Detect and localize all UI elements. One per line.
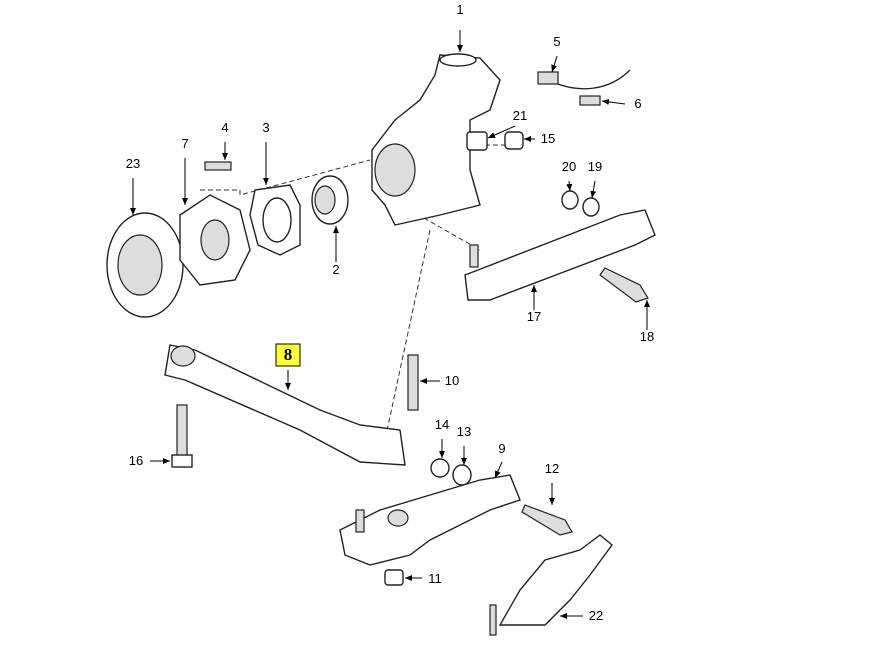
- part-16-bolt: [171, 404, 193, 468]
- part-22-bracket: [489, 534, 613, 636]
- part-3-cover-plate: [249, 184, 301, 256]
- callout-8[interactable]: 8: [284, 345, 293, 364]
- callout-5[interactable]: 5: [553, 34, 560, 49]
- callout-20[interactable]: 20: [562, 159, 576, 174]
- callout-14[interactable]: 14: [435, 417, 449, 432]
- leader-line-9: [494, 461, 503, 479]
- callout-13[interactable]: 13: [457, 424, 471, 439]
- part-13-washer: [452, 464, 472, 486]
- part-20-washer: [561, 190, 579, 210]
- part-18-bolt: [599, 267, 649, 303]
- leader-line-6: [601, 98, 626, 105]
- leader-line-5: [551, 55, 558, 73]
- callout-1[interactable]: 1: [456, 2, 463, 17]
- callout-18[interactable]: 18: [640, 329, 654, 344]
- part-12-bolt: [521, 504, 573, 536]
- part-14-nut: [430, 458, 450, 478]
- callout-21[interactable]: 21: [513, 108, 527, 123]
- leader-line-21: [487, 125, 516, 139]
- leader-line-20: [566, 180, 573, 192]
- part-15-nut: [504, 131, 524, 150]
- part-17-link: [464, 209, 656, 301]
- callout-19[interactable]: 19: [588, 159, 602, 174]
- part-2-bearing: [311, 175, 349, 225]
- part-9-lower-link: [339, 474, 521, 566]
- leader-lines: [130, 30, 650, 619]
- part-11-nut: [384, 569, 404, 586]
- part-5-sensor: [537, 69, 631, 90]
- callout-16[interactable]: 16: [129, 453, 143, 468]
- part-7-wheel-hub: [179, 194, 251, 286]
- part-21-nut: [466, 131, 488, 151]
- callout-2[interactable]: 2: [332, 262, 339, 277]
- part-4-bolt: [204, 161, 232, 171]
- part-6-bolt: [579, 95, 601, 106]
- callout-22[interactable]: 22: [589, 608, 603, 623]
- leader-line-19: [590, 180, 597, 199]
- part-19-washer: [582, 197, 600, 217]
- callout-6[interactable]: 6: [634, 96, 641, 111]
- callout-7[interactable]: 7: [181, 136, 188, 151]
- callout-11[interactable]: 11: [428, 571, 442, 586]
- callout-4[interactable]: 4: [221, 120, 228, 135]
- part-8-control-arm: [164, 344, 406, 466]
- part-1-wheel-carrier: [371, 53, 501, 226]
- part-10-bolt: [407, 354, 419, 411]
- callout-23[interactable]: 23: [126, 156, 140, 171]
- highlight-box: [275, 343, 301, 367]
- callout-15[interactable]: 15: [541, 131, 555, 146]
- callout-10[interactable]: 10: [445, 373, 459, 388]
- callout-17[interactable]: 17: [527, 309, 541, 324]
- callout-12[interactable]: 12: [545, 461, 559, 476]
- assembly-lines: [200, 144, 520, 441]
- callout-9[interactable]: 9: [498, 441, 505, 456]
- callout-3[interactable]: 3: [262, 120, 269, 135]
- part-23-brake-disc: [106, 212, 184, 318]
